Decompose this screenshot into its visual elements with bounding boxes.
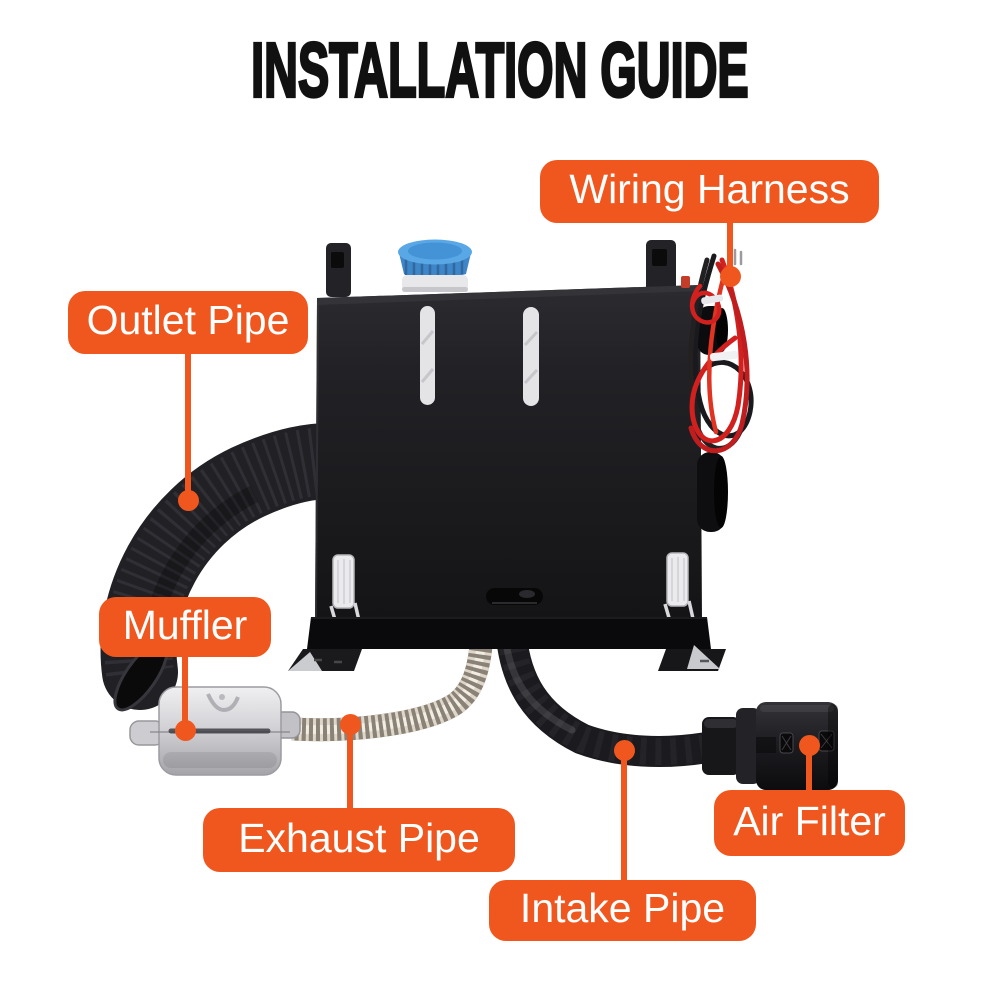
heater-unit-illustration xyxy=(288,239,728,671)
page-title-text: INSTALLATION GUIDE xyxy=(250,26,749,115)
page-title: INSTALLATION GUIDE xyxy=(0,26,1000,115)
leader-dot-muffler xyxy=(175,720,196,741)
label-intake-pipe-text: Intake Pipe xyxy=(519,885,726,931)
label-air-filter-text: Air Filter xyxy=(733,797,886,844)
label-muffler: Muffler xyxy=(99,597,271,657)
label-exhaust-pipe: Exhaust Pipe xyxy=(203,808,515,872)
leader-dot-wiring-harness xyxy=(720,266,741,287)
label-wiring-harness-text: Wiring Harness xyxy=(569,166,850,212)
label-outlet-pipe: Outlet Pipe xyxy=(68,291,308,354)
leader-dot-air-filter xyxy=(799,735,820,756)
wiring-harness-illustration xyxy=(681,248,754,454)
label-wiring-harness: Wiring Harness xyxy=(540,160,879,223)
leader-line-exhaust-pipe xyxy=(347,725,353,809)
label-muffler-text: Muffler xyxy=(122,601,248,648)
leader-line-air-filter xyxy=(806,747,812,791)
leader-dot-outlet-pipe xyxy=(178,490,199,511)
muffler-illustration xyxy=(129,686,301,776)
leader-dot-exhaust-pipe xyxy=(340,714,361,735)
mounting-bracket-left xyxy=(326,243,351,297)
leader-line-outlet-pipe xyxy=(185,349,191,501)
label-intake-pipe: Intake Pipe xyxy=(489,880,756,941)
outlet-pipe-illustration xyxy=(100,422,378,712)
fuel-tank-cap xyxy=(398,239,472,292)
label-exhaust-pipe-text: Exhaust Pipe xyxy=(238,814,480,861)
leader-line-muffler xyxy=(182,652,188,731)
air-filter-illustration xyxy=(702,702,838,790)
label-outlet-pipe-text: Outlet Pipe xyxy=(86,297,290,343)
leader-line-wiring-harness xyxy=(727,218,733,278)
label-air-filter: Air Filter xyxy=(714,790,905,856)
leader-line-intake-pipe xyxy=(621,751,627,881)
leader-dot-intake-pipe xyxy=(614,740,635,761)
fuel-level-windows xyxy=(420,306,539,406)
